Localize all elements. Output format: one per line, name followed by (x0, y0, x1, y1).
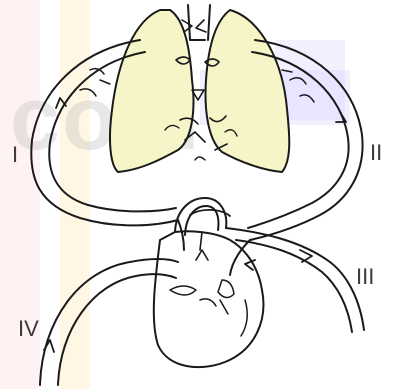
label-circuit-i: I (12, 144, 18, 166)
label-circuit-ii: II (370, 142, 382, 164)
lungs (110, 5, 289, 172)
left-lung (110, 10, 193, 172)
trachea (188, 5, 210, 40)
heart (154, 198, 264, 367)
label-circuit-iv: IV (18, 318, 39, 340)
label-circuit-iii: III (356, 266, 374, 288)
systemic-vessel-left (40, 259, 178, 385)
